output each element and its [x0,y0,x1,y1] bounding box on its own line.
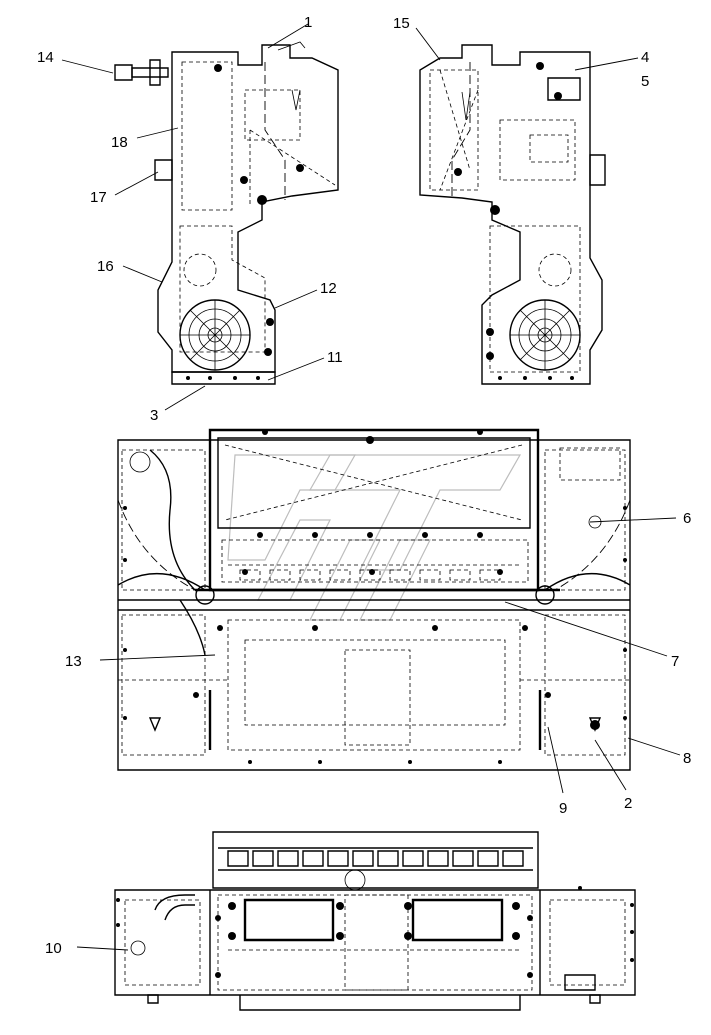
leader-18 [136,127,179,139]
callout-17: 17 [90,189,107,206]
callout-2: 2 [624,795,632,812]
callout-12: 12 [320,280,337,297]
leader-13 [99,654,216,661]
callout-8: 8 [683,750,691,767]
leader-3 [164,385,206,411]
leader-11 [267,357,325,381]
front-view [117,428,631,771]
leader-4 [574,57,639,71]
watermark-logo [227,454,522,621]
leader-1 [267,23,309,49]
callout-1: 1 [304,14,312,31]
callout-3: 3 [150,407,158,424]
callout-18: 18 [111,134,128,151]
leader-7 [504,601,668,657]
right-side-view [419,44,606,385]
callout-11: 11 [327,349,343,366]
leader-15 [415,27,441,61]
leader-14 [61,59,114,74]
leader-8 [627,737,681,756]
callout-labels: 1 2 3 4 5 6 7 8 9 10 11 12 13 14 15 16 1… [37,14,691,957]
leader-9 [547,726,564,794]
leader-2 [594,739,627,791]
callout-9: 9 [559,800,567,817]
leader-10 [76,946,129,951]
callout-6: 6 [683,510,691,527]
callout-5: 5 [641,73,649,90]
leader-17 [114,171,159,196]
leader-12 [274,289,318,309]
callout-15: 15 [393,15,410,32]
callout-14: 14 [37,49,54,66]
plan-view [114,831,636,1011]
left-side-view [114,41,339,385]
leader-16 [122,265,163,283]
leader-lines [61,23,681,951]
callout-10: 10 [45,940,62,957]
callout-4: 4 [641,49,649,66]
leader-6 [589,517,677,523]
callout-13: 13 [65,653,82,670]
callout-7: 7 [671,653,679,670]
callout-16: 16 [97,258,114,275]
